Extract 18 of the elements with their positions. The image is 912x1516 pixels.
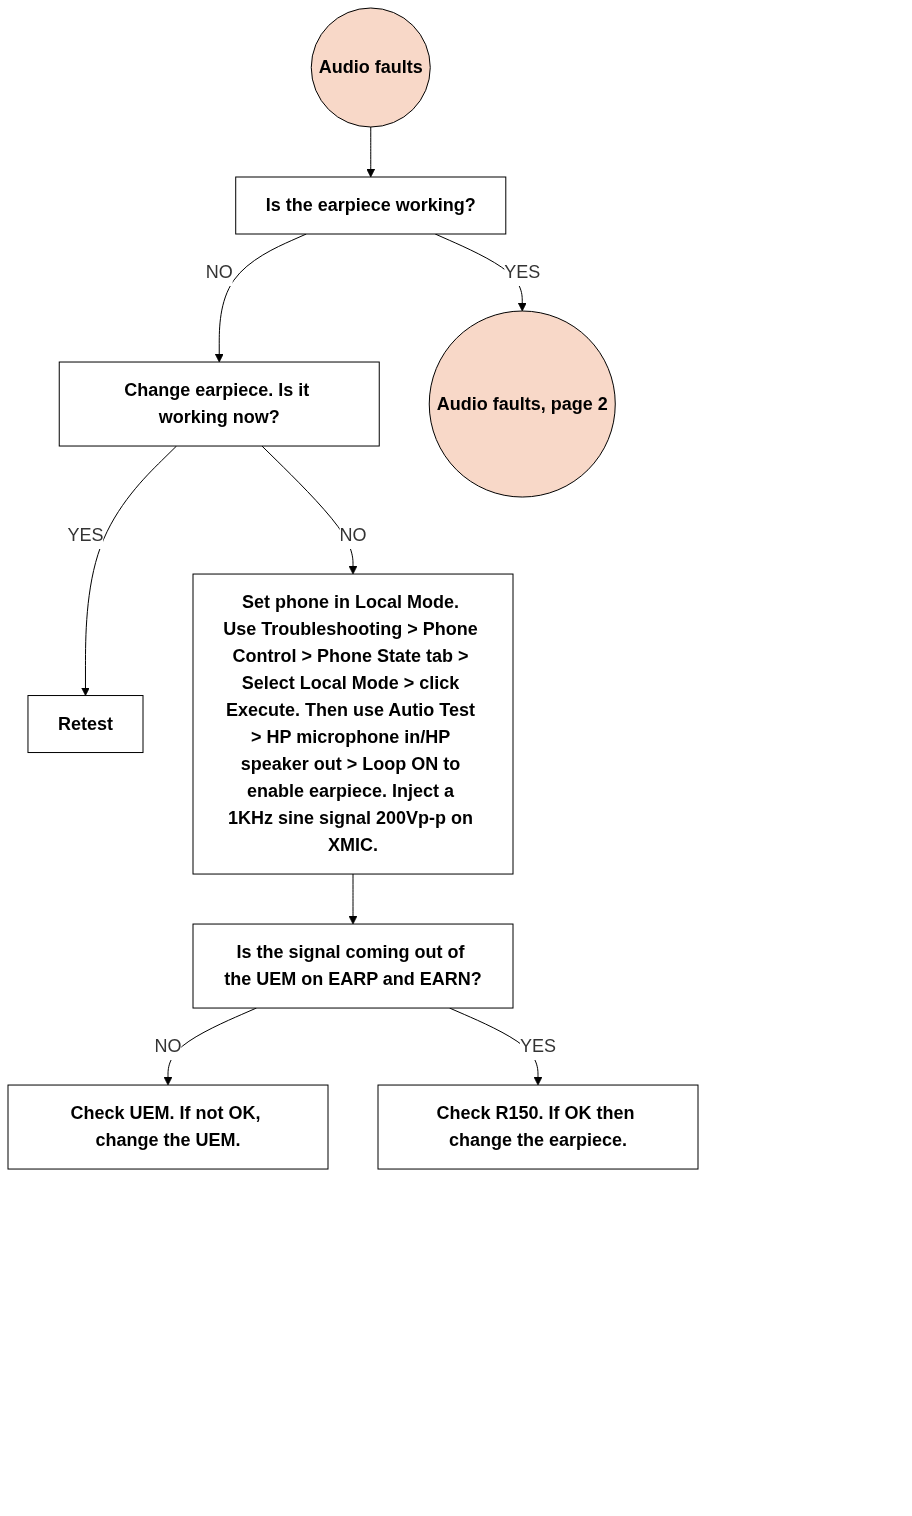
- node-box: Check R150. If OK then change the earpiece.: [377, 1084, 699, 1170]
- arrow: [81, 445, 178, 696]
- node-box: Check UEM. If not OK, change the UEM.: [7, 1084, 329, 1170]
- node-box: Is the earpiece working?: [235, 176, 507, 235]
- edge-label: YES: [67, 525, 104, 546]
- edge-label: NO: [205, 262, 233, 282]
- edge-label: YES: [504, 262, 541, 282]
- edge-label: NO: [154, 1036, 182, 1057]
- arrow: [348, 873, 358, 925]
- node-circle: Audio faults, page 2: [428, 310, 616, 498]
- node-box: Is the signal coming out of the UEM on EARP and EARN?: [192, 923, 514, 1009]
- node-box: Retest: [27, 695, 144, 754]
- node-box: Change earpiece. Is it working now?: [58, 361, 380, 447]
- node-box: Set phone in Local Mode. Use Troubleshooting > Phone Control > Phone State tab > Select Local Mode > click Execute. Then use Autio Test > HP microphone in/HP speaker out > Loop ON to enable earpiece. Inject a 1KHz sine signal 200Vp-p on XMIC.: [192, 573, 514, 875]
- node-circle: Audio faults: [310, 7, 431, 128]
- edge-label: NO: [339, 525, 367, 546]
- edge-label: YES: [519, 1036, 557, 1057]
- arrow: [366, 126, 376, 178]
